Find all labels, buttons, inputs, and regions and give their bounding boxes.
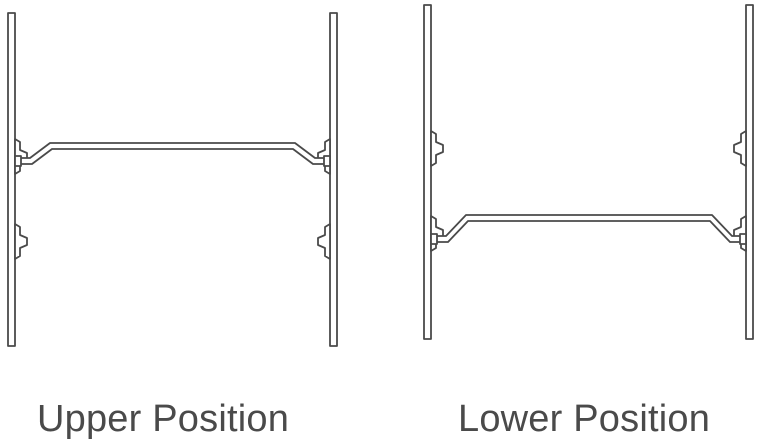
lower-right-upright (745, 4, 754, 340)
lower-left-bracket-top (430, 130, 444, 167)
lower-shelf-beam (433, 214, 744, 243)
lower-left-upright (423, 4, 432, 340)
upper-right-upright (329, 12, 338, 347)
upper-left-upright (7, 12, 16, 347)
lower-right-bracket-top (733, 130, 747, 167)
lower-position-panel (423, 4, 754, 340)
upper-left-clip (14, 155, 22, 167)
upper-position-caption: Upper Position (37, 398, 290, 440)
upper-left-bracket-bottom (14, 223, 28, 260)
lower-right-clip (739, 233, 747, 245)
upper-shelf-beam (17, 142, 328, 165)
upper-position-panel (7, 12, 338, 347)
upper-right-bracket-bottom (317, 223, 331, 260)
upper-right-clip (323, 155, 331, 167)
lower-position-caption: Lower Position (458, 398, 711, 440)
lower-left-clip (430, 233, 438, 245)
